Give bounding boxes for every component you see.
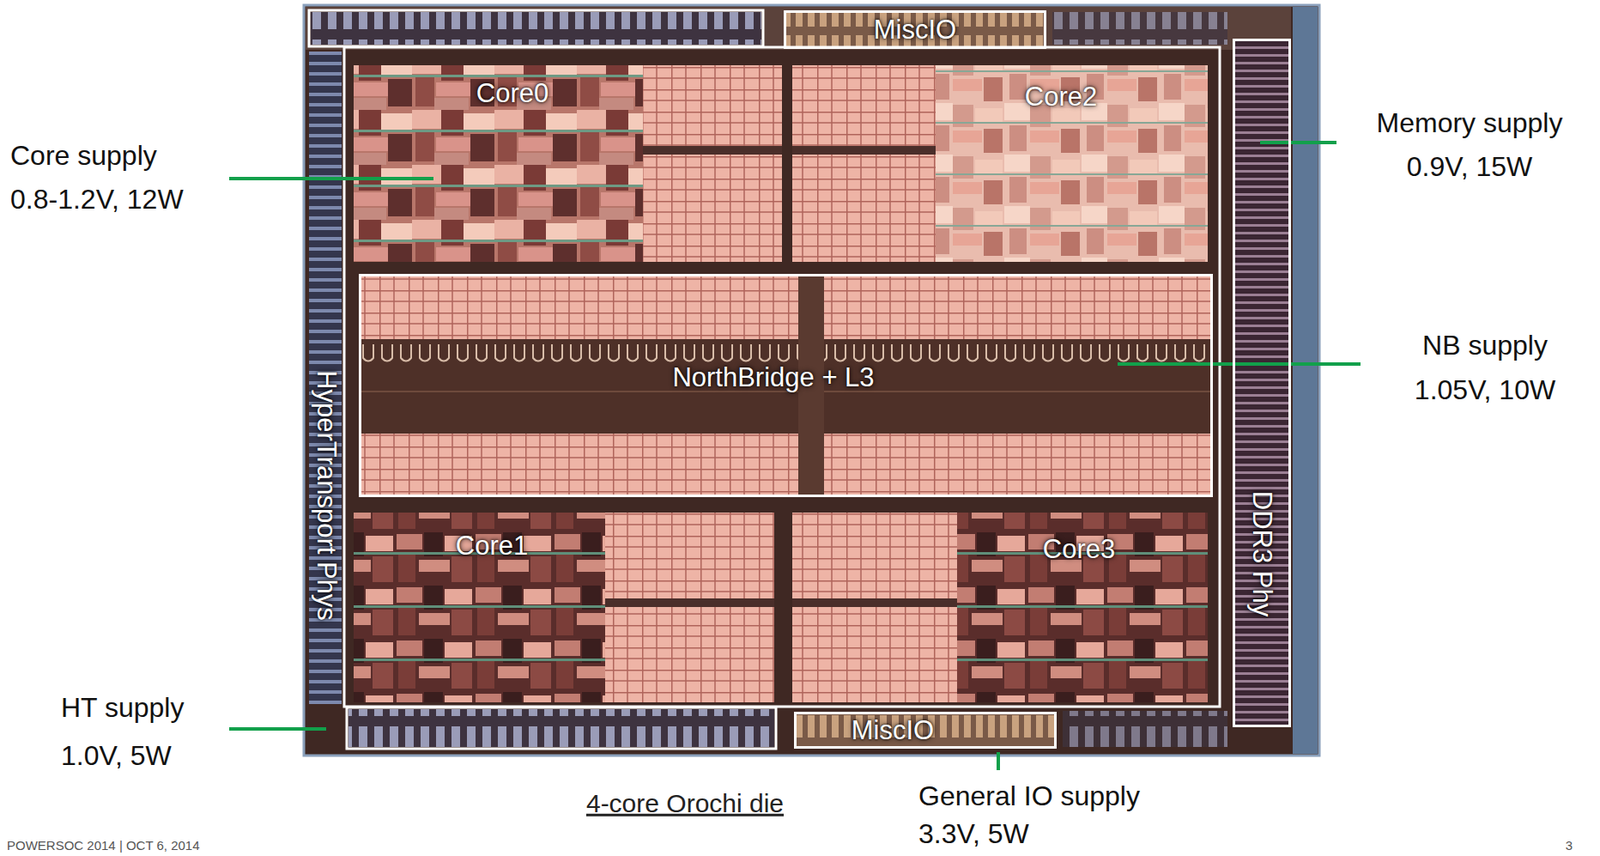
supply-name-holder: Core supply [10,139,158,172]
region-outline [346,707,776,749]
l2-cache [792,512,958,703]
caption-holder: 4-core Orochi die [586,788,784,819]
region-label: MiscIO [851,715,934,746]
cpu-core: Core1 [351,510,776,704]
supply-spec: 1.05V, 10W [1414,374,1556,407]
supply-name: Memory supply [1376,107,1564,140]
core-logic [935,65,1208,262]
supply-name: General IO supply [918,780,1140,813]
l2-cache [642,65,782,262]
leader-line [1260,140,1337,145]
supply-spec-holder: 0.9V, 15W [1406,151,1533,183]
l3-cache [360,275,1212,340]
io-pads [786,12,1044,47]
supply-name-holder: Memory supply [1376,107,1564,140]
supply-name-holder: HT supply [60,691,184,724]
core-logic [353,65,643,262]
phy-label-holder: HyperTransport Phys [310,369,342,621]
northbridge-block: NorthBridge + L3 [358,273,1213,497]
io-block: MiscIO [783,10,1047,49]
region-outline [309,10,764,47]
supply-spec-holder: 1.05V, 10W [1414,374,1556,407]
cpu-core: Core0 [351,63,784,264]
cpu-core: Core3 [790,510,1210,704]
region-label: MiscIO [873,15,957,45]
ht-phy [309,51,342,704]
region-label: Core0 [476,78,549,109]
supply-spec-holder: 0.8-1.2V, 12W [10,183,184,216]
region-label: Core1 [455,531,528,561]
supply-name: NB supply [1422,329,1548,362]
l2-cache [792,65,936,262]
figure-caption: 4-core Orochi die [586,788,784,819]
cache-divider [792,598,958,607]
northbridge-logic [360,339,1212,434]
supply-spec: 0.9V, 15W [1406,151,1533,183]
leader-lines [229,142,1361,770]
leader-line [229,176,434,181]
l2-cache [605,512,775,703]
region-label: DDR3 Phy [1247,490,1277,617]
cpu-core: Core2 [790,63,1210,264]
supply-spec-holder: 1.0V, 5W [60,739,172,772]
leader-line [1117,362,1361,366]
io-pads [348,709,775,747]
leader-line [229,727,327,731]
supply-spec: 0.8-1.2V, 12W [10,183,184,216]
supply-spec: 1.0V, 5W [60,739,172,772]
supply-name-holder: General IO supply [918,780,1140,813]
die-base [303,5,1320,756]
supply-spec: 3.3V, 5W [918,818,1030,850]
region-label: Core2 [1024,82,1097,112]
footer-note-holder: POWERSOC 2014 | OCT 6, 2014 [6,837,200,853]
cache-divider [642,145,782,155]
page-number-holder: 3 [1565,837,1573,853]
cache-divider [605,598,775,607]
supply-name: Core supply [10,139,158,172]
phy-block: DDR3 Phy [1232,38,1291,728]
io-pads [310,12,762,45]
region-outline [344,47,1220,707]
core-logic [353,512,606,703]
io-pads [1052,12,1228,45]
phy-label: HyperTransport Phys [310,369,342,621]
die-edge [1292,6,1318,754]
l3-cache [360,433,1212,496]
footer-note: POWERSOC 2014 | OCT 6, 2014 [6,837,200,853]
io-pads [796,714,1055,746]
region-label: Core3 [1042,534,1116,564]
supply-spec-holder: 3.3V, 5W [918,818,1030,850]
leader-line [996,751,1000,770]
io-pads [1062,710,1228,747]
cache-divider [792,145,936,155]
core-logic [957,512,1208,703]
region-label: NorthBridge + L3 [672,363,874,393]
supply-name: HT supply [60,691,184,724]
supply-name-holder: NB supply [1422,329,1548,362]
page-number: 3 [1565,837,1573,853]
io-row [305,6,1291,50]
io-block: MiscIO [793,711,1057,749]
